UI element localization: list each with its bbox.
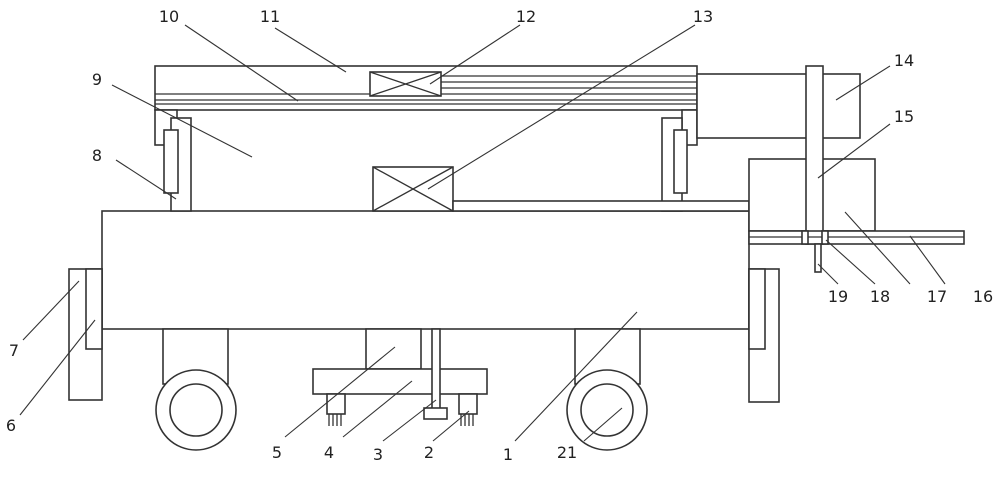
- label-13: 13: [693, 7, 713, 26]
- label-19: 19: [828, 287, 848, 306]
- small-block-right: [821, 230, 829, 245]
- right-inner-plate: [748, 268, 766, 350]
- label-17: 17: [927, 287, 947, 306]
- upper-motor-box: [369, 71, 442, 97]
- label-9: 9: [92, 70, 102, 89]
- vertical-rod: [431, 328, 441, 410]
- left-wheel-inner: [169, 383, 223, 437]
- label-11: 11: [260, 7, 280, 26]
- small-block-left: [801, 230, 809, 245]
- vertical-rod-15: [805, 65, 824, 245]
- rod-foot: [423, 407, 448, 420]
- probe-19: [814, 243, 822, 273]
- left-inner-plate: [85, 268, 103, 350]
- middle-motor-box: [372, 166, 454, 212]
- label-6: 6: [6, 416, 16, 435]
- label-2: 2: [424, 443, 434, 462]
- label-21: 21: [557, 443, 577, 462]
- label-1: 1: [503, 445, 513, 464]
- label-8: 8: [92, 146, 102, 165]
- label-5: 5: [272, 443, 282, 462]
- label-14: 14: [894, 51, 914, 70]
- label-12: 12: [516, 7, 536, 26]
- right-wheel-inner: [580, 383, 634, 437]
- left-brush: [326, 393, 346, 426]
- leader-lines: [19, 24, 946, 442]
- main-body: [101, 210, 750, 330]
- label-16: 16: [973, 287, 993, 306]
- lower-column: [365, 328, 422, 370]
- label-3: 3: [373, 445, 383, 464]
- top-right-box: [696, 73, 861, 139]
- label-7: 7: [9, 341, 19, 360]
- label-4: 4: [324, 443, 334, 462]
- left-slider: [163, 129, 179, 194]
- right-brush: [458, 393, 478, 426]
- right-slider: [673, 129, 688, 194]
- label-15: 15: [894, 107, 914, 126]
- label-10: 10: [159, 7, 179, 26]
- label-18: 18: [870, 287, 890, 306]
- horizontal-bar: [452, 200, 750, 212]
